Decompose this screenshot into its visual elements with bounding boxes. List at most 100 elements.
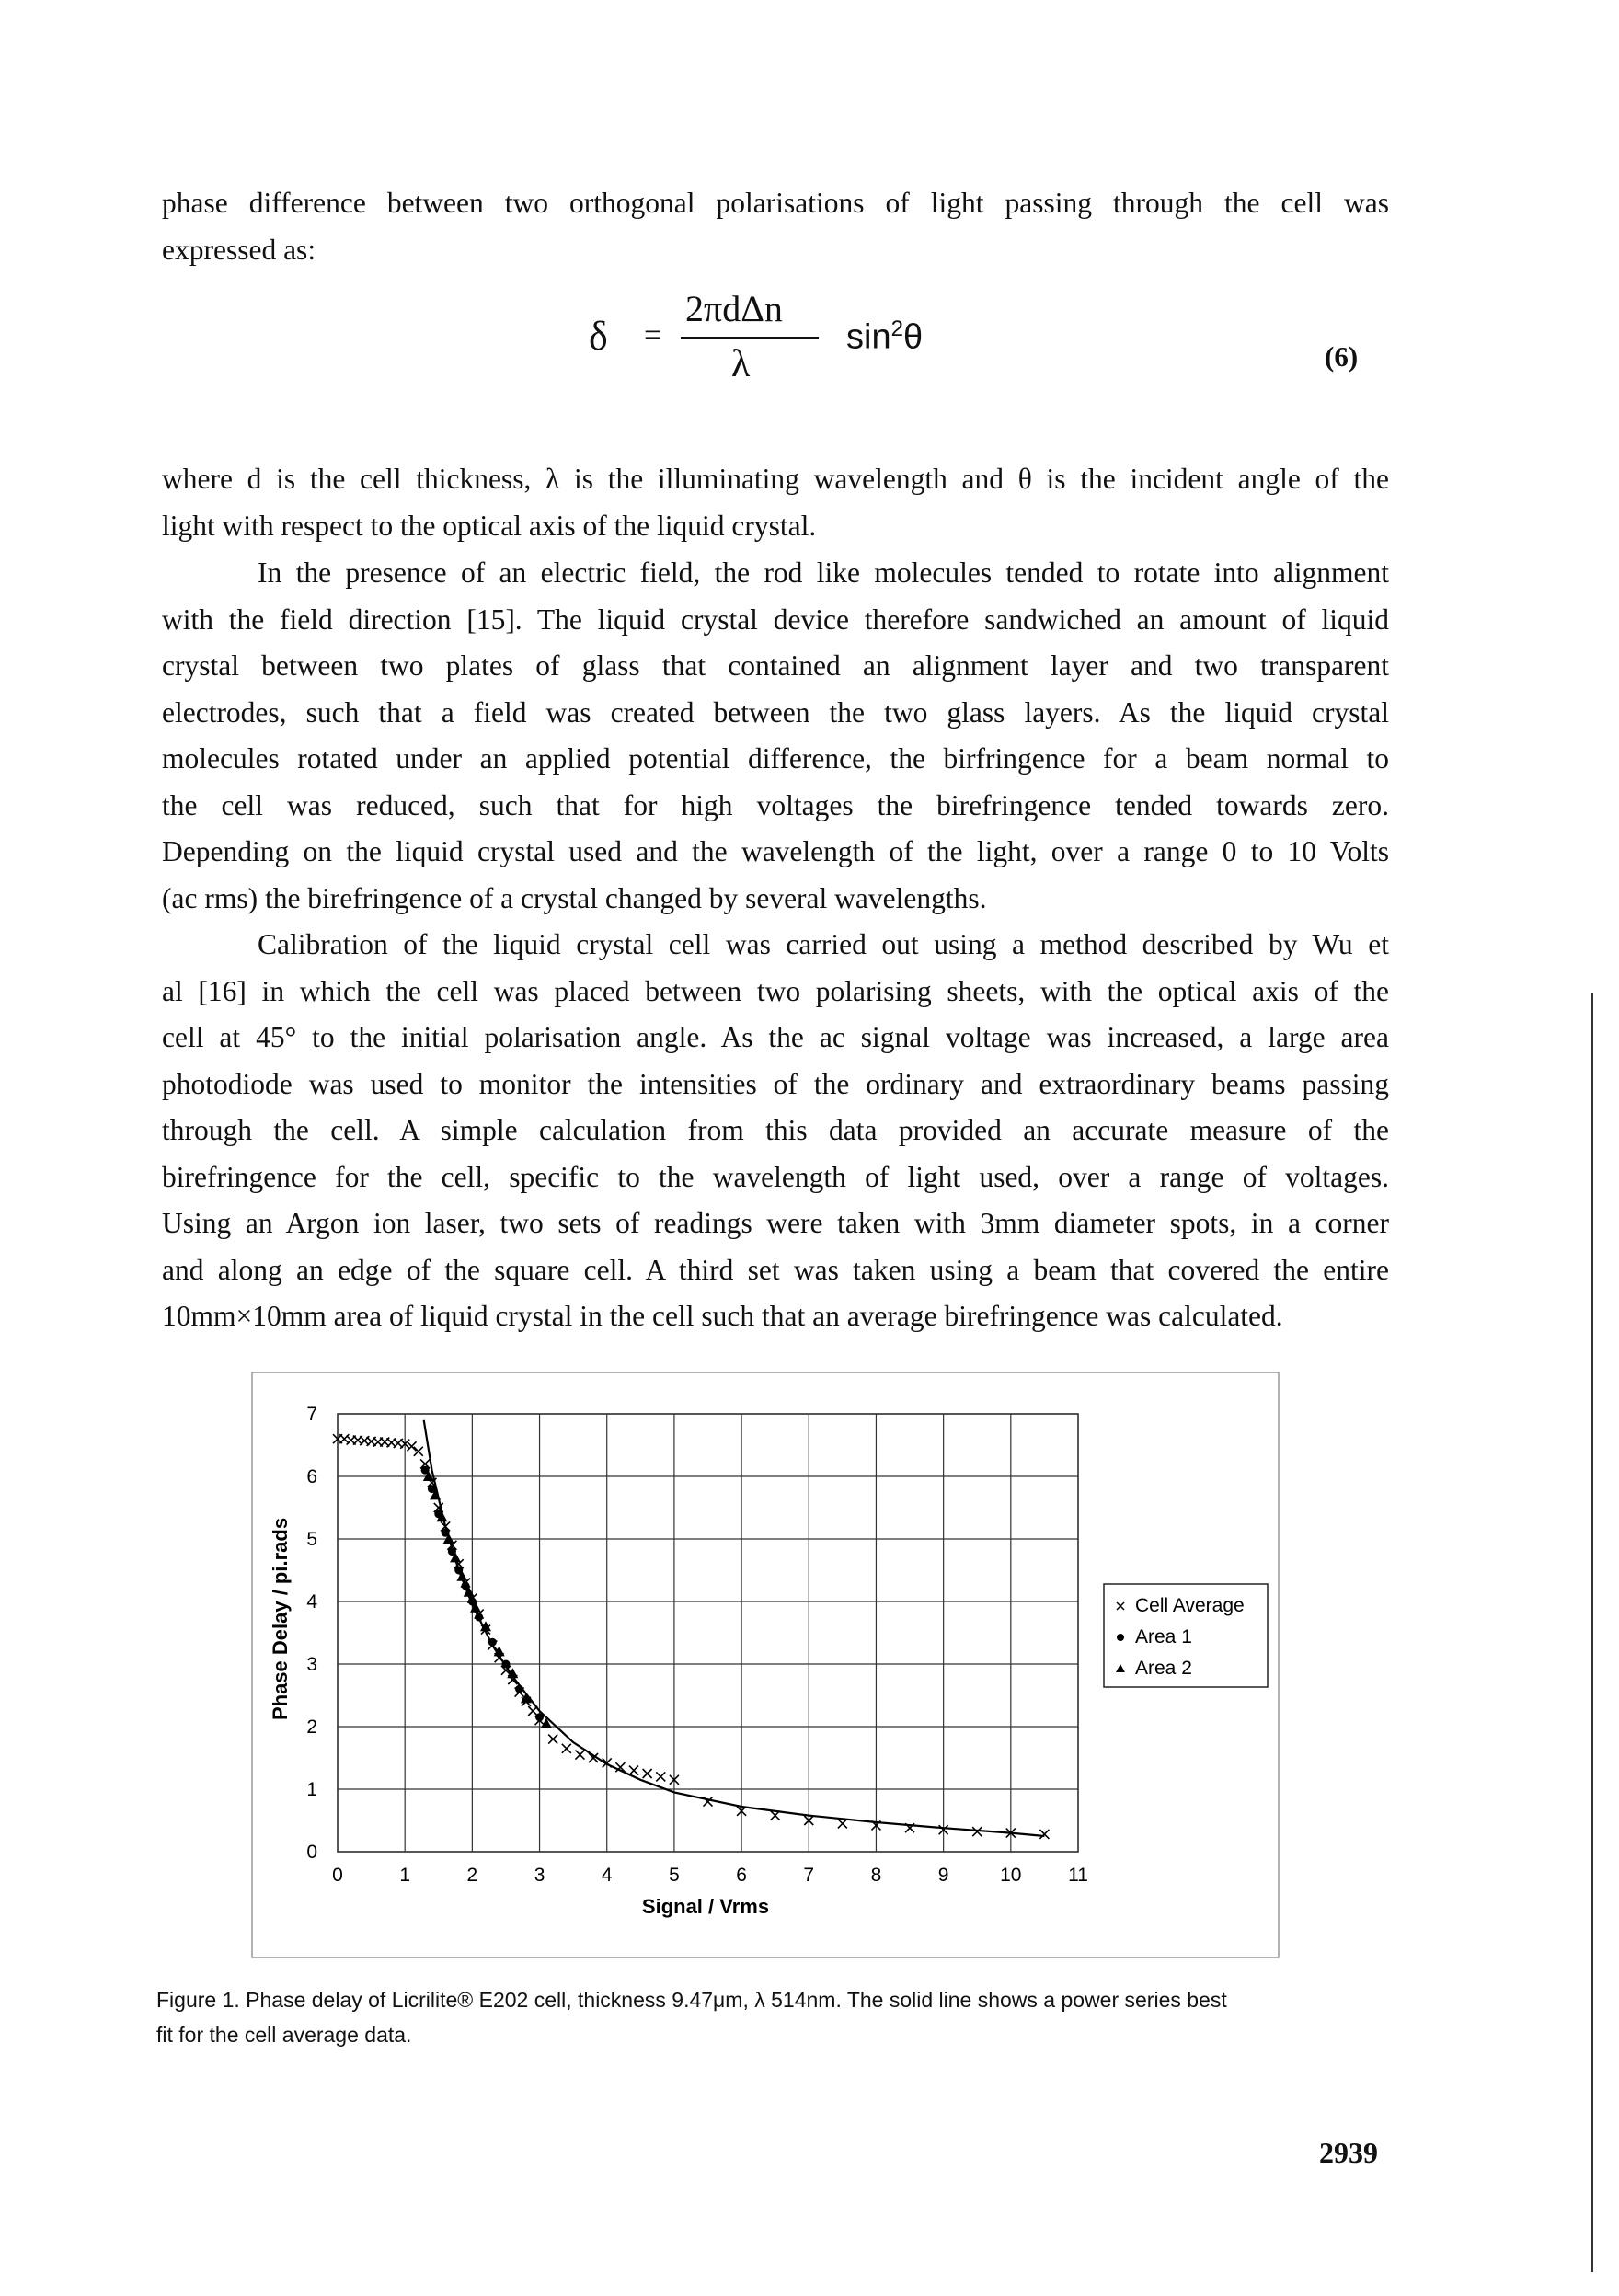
cell-average-point <box>870 1820 882 1831</box>
legend-x-marker <box>1116 1601 1125 1611</box>
cell-average-point <box>770 1809 781 1821</box>
marker-stroke <box>628 1765 639 1776</box>
chart-frame <box>251 1372 1280 1958</box>
marker-stroke <box>406 1441 418 1452</box>
fraction-bar <box>681 337 819 339</box>
marker-stroke <box>588 1752 599 1763</box>
x-tick-label: 9 <box>938 1865 949 1886</box>
marker-stroke <box>561 1743 572 1754</box>
marker-stroke <box>642 1768 653 1779</box>
text-line: Using an Argon ion laser, two sets of re… <box>162 1207 1389 1239</box>
cell-average-point <box>413 1446 424 1457</box>
text-line: crystal between two plates of glass that… <box>162 649 1389 682</box>
cell-average-point <box>406 1441 418 1452</box>
legend-label: Area 1 <box>1135 1626 1192 1647</box>
fit-line-group <box>422 1419 1045 1838</box>
sin-label: sin <box>846 317 891 357</box>
legend-label: Area 2 <box>1135 1658 1192 1679</box>
x-tick-label: 8 <box>871 1865 882 1886</box>
cell-average-point <box>588 1752 599 1763</box>
area-1-point <box>515 1684 524 1693</box>
marker-stroke <box>971 1826 982 1837</box>
intro-paragraph: phase difference between two orthogonal … <box>162 180 1389 273</box>
area-2-point <box>456 1570 468 1581</box>
x-axis-label: Signal / Vrms <box>642 1895 769 1918</box>
text-line: phase difference between two orthogonal … <box>162 187 1389 219</box>
text-line: and along an edge of the square cell. A … <box>162 1253 1389 1286</box>
legend-triangle-marker <box>1116 1664 1125 1672</box>
text-line: through the cell. A simple calculation f… <box>162 1114 1389 1146</box>
legend-label: Cell Average <box>1135 1595 1245 1616</box>
cell-average-point <box>642 1768 653 1779</box>
text-line: the cell was reduced, such that for high… <box>162 788 1389 821</box>
area-2-point <box>450 1552 462 1563</box>
x-tick-label: 6 <box>736 1865 747 1886</box>
marker-stroke <box>547 1734 558 1745</box>
cell-average-point <box>702 1797 714 1808</box>
legend-box <box>1103 1583 1269 1688</box>
x-tick-label: 1 <box>399 1865 410 1886</box>
marker-stroke <box>500 1665 511 1676</box>
text-line: expressed as: <box>162 233 316 266</box>
area-2-point <box>442 1533 454 1544</box>
y-axis-label: Phase Delay / pi.rads <box>269 1518 292 1720</box>
text-line: light with respect to the optical axis o… <box>162 509 817 542</box>
power-fit-line <box>422 1419 1045 1838</box>
page-number: 2939 <box>1319 2136 1378 2169</box>
equation-equals: = <box>644 318 662 352</box>
marker-stroke <box>904 1822 915 1833</box>
area-2-point <box>493 1646 505 1657</box>
equation-lhs: δ <box>589 314 608 359</box>
area-2-point <box>520 1693 532 1704</box>
x-tick-label: 10 <box>1000 1865 1021 1886</box>
equation-sin-term: sin2θ <box>846 316 923 358</box>
x-tick-label: 7 <box>803 1865 814 1886</box>
y-tick-label: 0 <box>306 1842 317 1863</box>
text-line: where d is the cell thickness, λ is the … <box>162 463 1389 495</box>
cell-average-point <box>419 1458 431 1469</box>
area-1-point <box>441 1528 450 1537</box>
marker-stroke <box>614 1762 626 1773</box>
x-tick-label: 4 <box>602 1865 613 1886</box>
area-1-point <box>420 1465 430 1475</box>
cell-average-point <box>971 1826 982 1837</box>
cell-average-point <box>736 1806 747 1817</box>
y-tick-label: 6 <box>306 1466 317 1487</box>
marker-stroke <box>433 1502 444 1513</box>
legend-circle-marker <box>1117 1634 1124 1641</box>
marker-stroke <box>440 1521 451 1532</box>
field-paragraph: In the presence of an electric field, th… <box>162 550 1389 922</box>
marker-stroke <box>669 1774 680 1785</box>
cell-average-point <box>500 1665 511 1676</box>
cell-average-point <box>574 1750 586 1761</box>
marker-stroke <box>602 1757 613 1769</box>
cell-average-point <box>803 1815 814 1826</box>
marker-stroke <box>655 1771 666 1782</box>
y-tick-label: 2 <box>306 1716 317 1738</box>
area-2-point <box>463 1586 475 1597</box>
equation-label: (6) <box>1325 340 1359 373</box>
cell-average-point <box>669 1774 680 1785</box>
x-tick-label: 5 <box>669 1865 680 1886</box>
cell-average-point <box>561 1743 572 1754</box>
marker-stroke <box>1005 1828 1016 1839</box>
x-tick-label: 3 <box>534 1865 545 1886</box>
cell-average-point <box>837 1818 848 1829</box>
scan-edge-line <box>1591 993 1593 2272</box>
cell-average-point <box>904 1822 915 1833</box>
text-line: al [16] in which the cell was placed bet… <box>162 974 1389 1007</box>
area-2-point <box>480 1621 491 1632</box>
area-1-point <box>467 1597 477 1606</box>
text-line: molecules rotated under an applied poten… <box>162 742 1389 775</box>
marker-stroke <box>837 1818 848 1829</box>
area-2-point <box>430 1489 442 1500</box>
cell-average-point <box>547 1734 558 1745</box>
area-2-point <box>470 1601 482 1613</box>
area-2-point <box>540 1717 552 1728</box>
cell-average-point <box>527 1705 538 1716</box>
text-line: Calibration of the liquid crystal cell w… <box>258 928 1389 960</box>
y-tick-label: 5 <box>306 1529 317 1550</box>
